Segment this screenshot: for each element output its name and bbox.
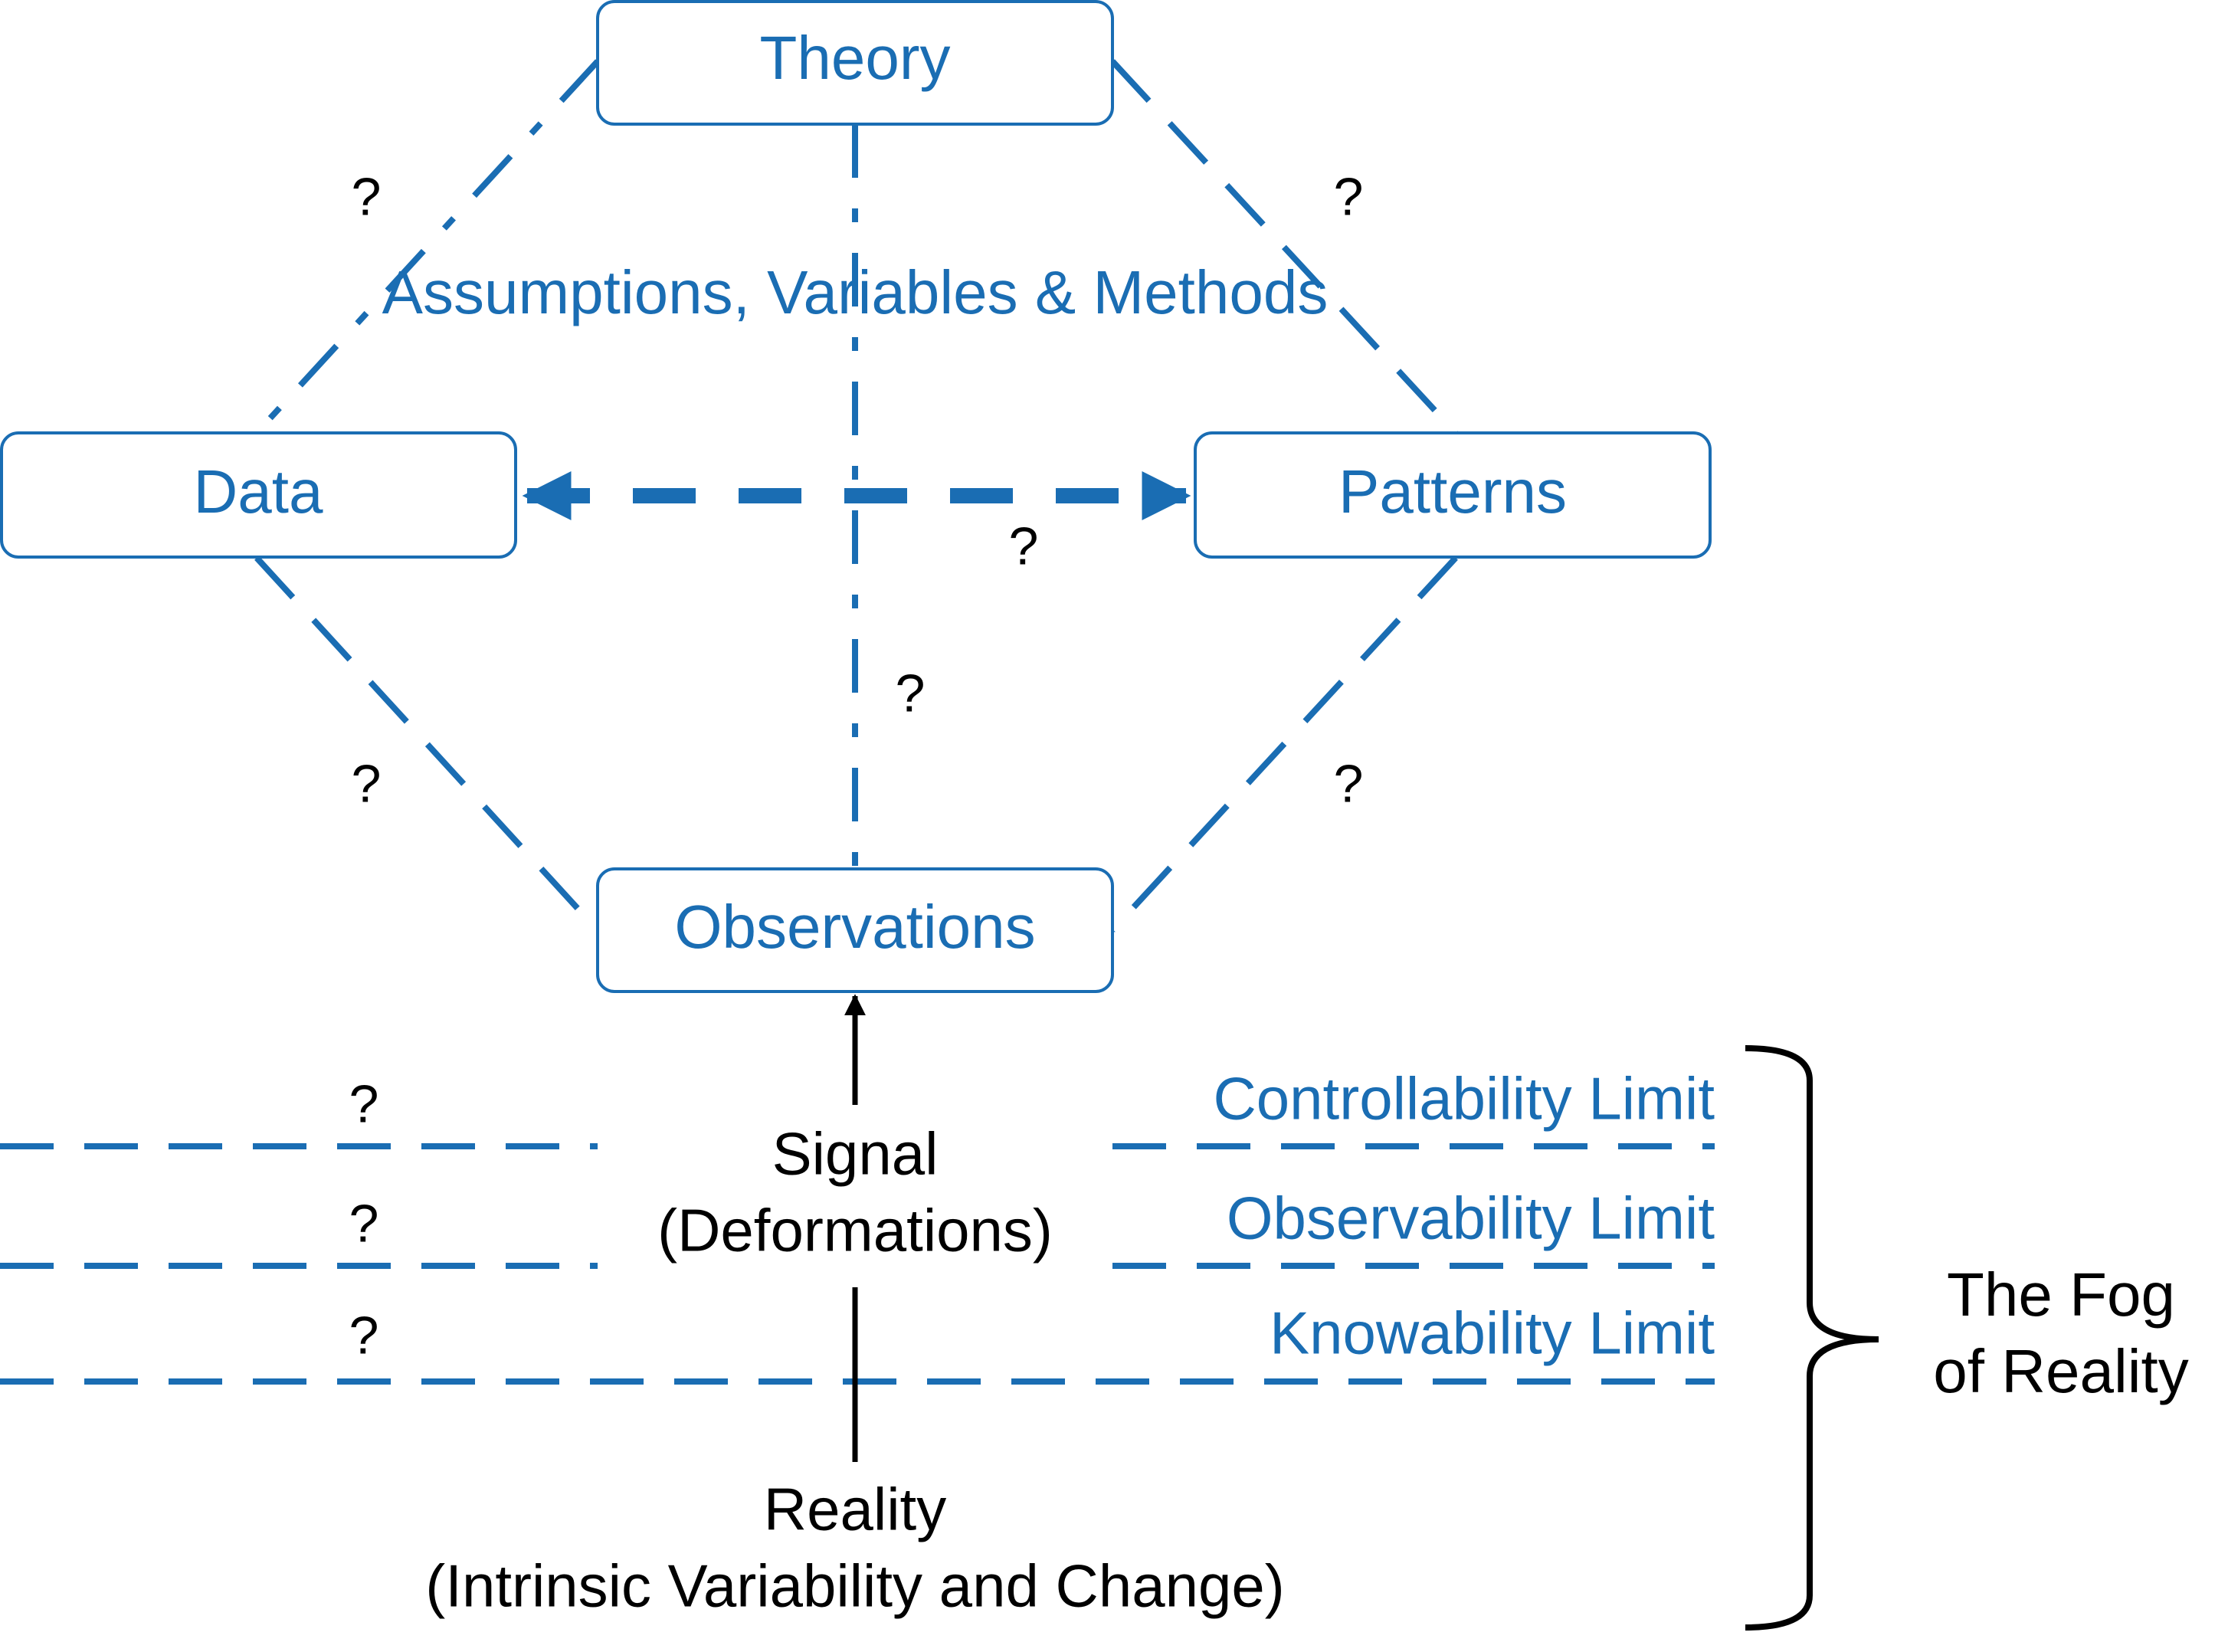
question-mark-data-patterns: ? [1009,516,1039,575]
reality-sublabel: (Intrinsic Variability and Change) [425,1552,1284,1620]
question-mark-data-observations: ? [352,753,382,813]
node-patterns: Patterns [1194,431,1712,559]
node-patterns-label: Patterns [1338,457,1567,526]
observability-limit-label: Observability Limit [1227,1185,1715,1252]
connector-data-observations [254,556,600,933]
question-mark-controllability: ? [349,1073,379,1133]
question-mark-observability: ? [349,1193,379,1253]
node-data: Data [0,431,517,559]
fog-label-line1: The Fog [1947,1260,2175,1329]
signal-sublabel: (Deformations) [657,1197,1053,1264]
question-mark-knowability: ? [349,1305,379,1365]
signal-label: Signal [772,1120,939,1188]
question-mark-theory-observations: ? [896,663,926,723]
question-mark-theory-data: ? [352,166,382,226]
fog-brace [1745,1045,1879,1631]
node-theory: Theory [596,0,1114,126]
node-data-label: Data [194,457,323,526]
fog-label-line2: of Reality [1933,1337,2188,1405]
node-theory-label: Theory [760,24,951,92]
knowability-limit-label: Knowability Limit [1270,1300,1715,1367]
node-observations-label: Observations [674,893,1035,961]
connector-patterns-observations [1110,556,1458,933]
assumptions-label: Assumptions, Variables & Methods [382,258,1329,326]
connector-theory-data [254,59,600,435]
controllability-limit-label: Controllability Limit [1213,1065,1715,1132]
question-mark-patterns-observations: ? [1334,753,1364,813]
node-observations: Observations [596,867,1114,993]
question-mark-theory-patterns: ? [1334,166,1364,226]
connector-theory-patterns [1110,59,1458,435]
reality-label: Reality [764,1476,946,1543]
